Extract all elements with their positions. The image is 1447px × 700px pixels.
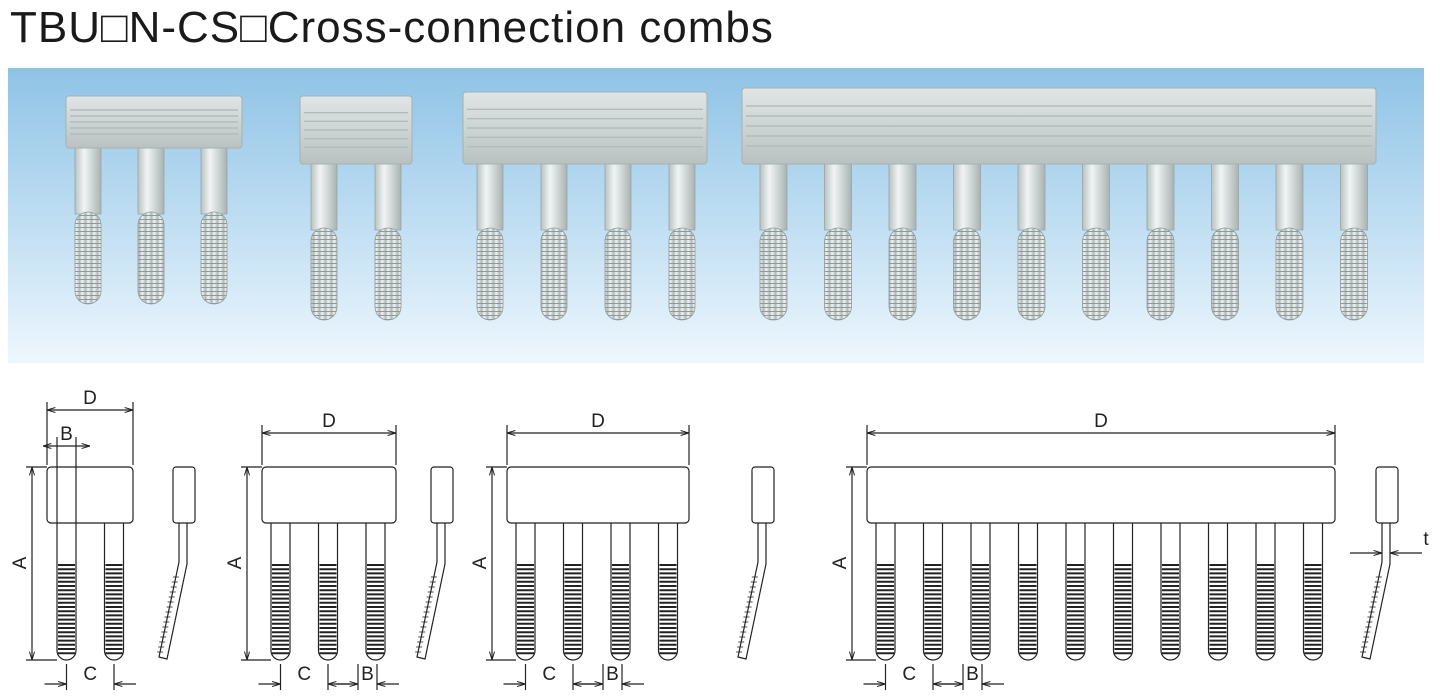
dimension-label-c: C xyxy=(297,664,311,685)
dimension-label-c: C xyxy=(542,664,556,685)
dimension-label-t: t xyxy=(1423,529,1429,550)
drawing-comb-bar xyxy=(866,466,1336,524)
dimension-label-d: D xyxy=(1094,411,1108,432)
drawing-pin xyxy=(562,523,584,661)
drawing-comb-3 xyxy=(486,425,775,690)
dimension-label-b: B xyxy=(361,664,374,685)
dimension-label-a: A xyxy=(830,556,851,569)
drawing-pin xyxy=(103,523,125,661)
photo-pin xyxy=(74,143,102,215)
drawing-side-view xyxy=(415,466,454,660)
photo-pin xyxy=(953,159,981,231)
drawing-pin xyxy=(1112,523,1134,661)
photo-pin xyxy=(668,159,696,231)
drawing-comb-bar xyxy=(46,466,134,524)
photo-pin-ridged xyxy=(137,211,165,305)
photo-comb-4 xyxy=(741,87,1377,321)
drawing-pin xyxy=(270,523,291,661)
photo-pin-ridged xyxy=(1017,227,1046,321)
photo-pin-ridged xyxy=(604,227,632,321)
photo-pin xyxy=(1082,159,1110,231)
dimension-label-d: D xyxy=(83,388,97,409)
drawing-side-view xyxy=(157,466,196,660)
drawing-pin xyxy=(922,523,944,661)
dimension-label-b: B xyxy=(60,424,73,445)
photo-comb-1 xyxy=(65,95,243,305)
drawing-pin xyxy=(657,523,679,661)
dimension-label-b: B xyxy=(966,664,979,685)
drawing-pin xyxy=(56,523,77,661)
photo-pin xyxy=(540,159,568,231)
drawing-pin xyxy=(317,523,339,661)
photo-pin-ridged xyxy=(1146,227,1175,321)
drawing-comb-2 xyxy=(241,425,454,690)
drawing-pin xyxy=(1160,523,1181,661)
drawing-pin xyxy=(970,523,991,661)
photo-pin xyxy=(374,159,402,231)
photo-pin-ridged xyxy=(74,211,102,305)
dimension-label-b: B xyxy=(606,664,619,685)
drawing-comb-4 xyxy=(846,425,1422,690)
photo-pin xyxy=(1146,159,1175,231)
photo-pin-ridged xyxy=(310,227,338,321)
dimension-label-d: D xyxy=(322,411,336,432)
drawing-comb-bar xyxy=(261,466,397,524)
photo-pin xyxy=(1275,159,1304,231)
photo-pin-ridged xyxy=(540,227,568,321)
drawing-side-view xyxy=(736,466,775,660)
drawing-pin xyxy=(515,523,536,661)
drawing-comb-1 xyxy=(26,402,196,690)
photo-pin xyxy=(476,159,504,231)
dimension-label-a: A xyxy=(470,556,491,569)
photo-pin-ridged xyxy=(888,227,917,321)
photo-pin-ridged xyxy=(1275,227,1304,321)
photo-pin-ridged xyxy=(953,227,981,321)
photo-pin xyxy=(137,143,165,215)
drawing-comb-bar xyxy=(506,466,690,524)
photo-pin-ridged xyxy=(374,227,402,321)
drawing-pin xyxy=(1302,523,1324,661)
photo-pin xyxy=(1017,159,1046,231)
drawing-pin xyxy=(1017,523,1039,661)
drawing-side-view xyxy=(1360,466,1399,660)
photo-comb-2 xyxy=(299,95,413,321)
photo-pin xyxy=(888,159,917,231)
photo-pin xyxy=(824,159,852,231)
product-photo xyxy=(8,68,1424,363)
photo-pin-ridged xyxy=(1340,227,1368,321)
drawing-pin xyxy=(875,523,896,661)
drawing-pin xyxy=(1207,523,1229,661)
drawing-pin xyxy=(365,523,386,661)
dimension-label-c: C xyxy=(902,664,916,685)
photo-pin-ridged xyxy=(200,211,228,305)
dimension-label-a: A xyxy=(10,556,31,569)
photo-pin xyxy=(200,143,228,215)
photo-pin-ridged xyxy=(668,227,696,321)
drawing-pin xyxy=(610,523,631,661)
dimension-label-d: D xyxy=(591,411,605,432)
photo-pin xyxy=(604,159,632,231)
dimension-label-a: A xyxy=(225,556,246,569)
photo-pin-ridged xyxy=(1211,227,1239,321)
photo-pin xyxy=(1211,159,1239,231)
photo-pin-ridged xyxy=(759,227,788,321)
page-title: TBU□N-CS□Cross-connection combs xyxy=(10,3,774,52)
photo-pin xyxy=(1340,159,1368,231)
drawing-pin xyxy=(1255,523,1276,661)
dimension-label-c: C xyxy=(83,664,97,685)
photo-pin xyxy=(759,159,788,231)
photo-comb-3 xyxy=(462,91,708,321)
photo-pin-ridged xyxy=(1082,227,1110,321)
photo-pin-ridged xyxy=(476,227,504,321)
photo-pin-ridged xyxy=(824,227,852,321)
drawing-pin xyxy=(1065,523,1086,661)
photo-pin xyxy=(310,159,338,231)
